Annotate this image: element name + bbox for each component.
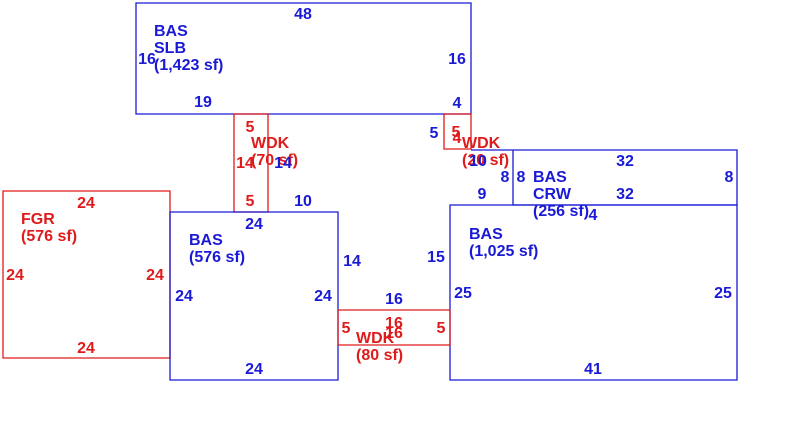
bas-slb-type: BAS bbox=[154, 23, 188, 40]
bas-576-outline bbox=[169, 211, 339, 381]
wdk-1-type: WDK bbox=[251, 135, 290, 152]
dimension-label: 32 bbox=[616, 186, 634, 203]
bas-crw-type: BAS bbox=[533, 169, 567, 186]
dimension-label: 9 bbox=[478, 186, 487, 203]
wdk-2-area: (20 sf) bbox=[462, 152, 509, 169]
dimension-label: 24 bbox=[146, 267, 164, 284]
wdk-3-type: WDK bbox=[356, 330, 395, 347]
dimension-label: 24 bbox=[77, 195, 95, 212]
dimension-label: 48 bbox=[294, 6, 312, 23]
dimension-label: 5 bbox=[246, 119, 255, 136]
fgr-area: (576 sf) bbox=[21, 228, 77, 245]
bas-576-type: BAS bbox=[189, 232, 223, 249]
bas-crw-name: CRW bbox=[533, 186, 572, 203]
dimension-label: 24 bbox=[77, 340, 95, 357]
dimension-label: 4 bbox=[589, 207, 598, 224]
wdk-2-type: WDK bbox=[462, 135, 501, 152]
dimension-label: 8 bbox=[501, 169, 510, 186]
wdk-2-label: WDK(20 sf) bbox=[462, 135, 509, 169]
bas-1025-label: BAS(1,025 sf) bbox=[469, 226, 538, 260]
dimension-label: 16 bbox=[385, 325, 403, 342]
bas-1025-area: (1,025 sf) bbox=[469, 243, 538, 260]
dimension-label: 24 bbox=[245, 216, 263, 233]
bas-slb-name: SLB bbox=[154, 40, 186, 57]
dimension-label: 25 bbox=[454, 285, 472, 302]
wdk-3-area: (80 sf) bbox=[356, 347, 403, 364]
fgr-label: FGR(576 sf) bbox=[21, 211, 77, 245]
dimension-label: 5 bbox=[430, 125, 439, 142]
wdk-1-area: (70 sf) bbox=[251, 152, 298, 169]
dimension-label: 24 bbox=[175, 288, 193, 305]
dimension-label: 4 bbox=[453, 130, 462, 147]
dimension-label: 32 bbox=[616, 153, 634, 170]
dimension-label: 10 bbox=[469, 153, 487, 170]
dimension-label: 5 bbox=[342, 320, 351, 337]
bas-slb-area: (1,423 sf) bbox=[154, 57, 223, 74]
wdk-1-label: WDK(70 sf) bbox=[251, 135, 298, 169]
wdk-3-label: WDK(80 sf) bbox=[356, 330, 403, 364]
area-outlines bbox=[2, 2, 738, 381]
dimension-label: 14 bbox=[343, 253, 361, 270]
bas-crw-area: (256 sf) bbox=[533, 203, 589, 220]
dimension-label: 41 bbox=[584, 361, 602, 378]
dimension-label: 5 bbox=[246, 193, 255, 210]
dimension-label: 8 bbox=[517, 169, 526, 186]
wdk-3-outline bbox=[337, 309, 451, 346]
dimension-label: 24 bbox=[314, 288, 332, 305]
dimension-label: 14 bbox=[274, 155, 292, 172]
dimension-label: 14 bbox=[236, 155, 254, 172]
dimension-label: 19 bbox=[194, 94, 212, 111]
dimension-label: 15 bbox=[427, 249, 445, 266]
bas-1025-type: BAS bbox=[469, 226, 503, 243]
bas-576-area: (576 sf) bbox=[189, 249, 245, 266]
dimension-label: 24 bbox=[6, 267, 24, 284]
fgr-type: FGR bbox=[21, 211, 55, 228]
wdk-2-outline bbox=[443, 113, 472, 150]
dimension-label: 16 bbox=[385, 315, 403, 332]
dimension-label: 4 bbox=[453, 95, 462, 112]
dimension-label: 25 bbox=[714, 285, 732, 302]
dimension-label: 16 bbox=[385, 291, 403, 308]
bas-crw-outline bbox=[471, 149, 738, 206]
dimension-label: 5 bbox=[452, 124, 461, 141]
dimension-label: 24 bbox=[245, 361, 263, 378]
dimension-label: 5 bbox=[437, 320, 446, 337]
dimension-label: 16 bbox=[448, 51, 466, 68]
dimension-label: 8 bbox=[725, 169, 734, 186]
dimension-label: 16 bbox=[138, 51, 156, 68]
bas-576-label: BAS(576 sf) bbox=[189, 232, 245, 266]
dimension-label: 10 bbox=[294, 193, 312, 210]
